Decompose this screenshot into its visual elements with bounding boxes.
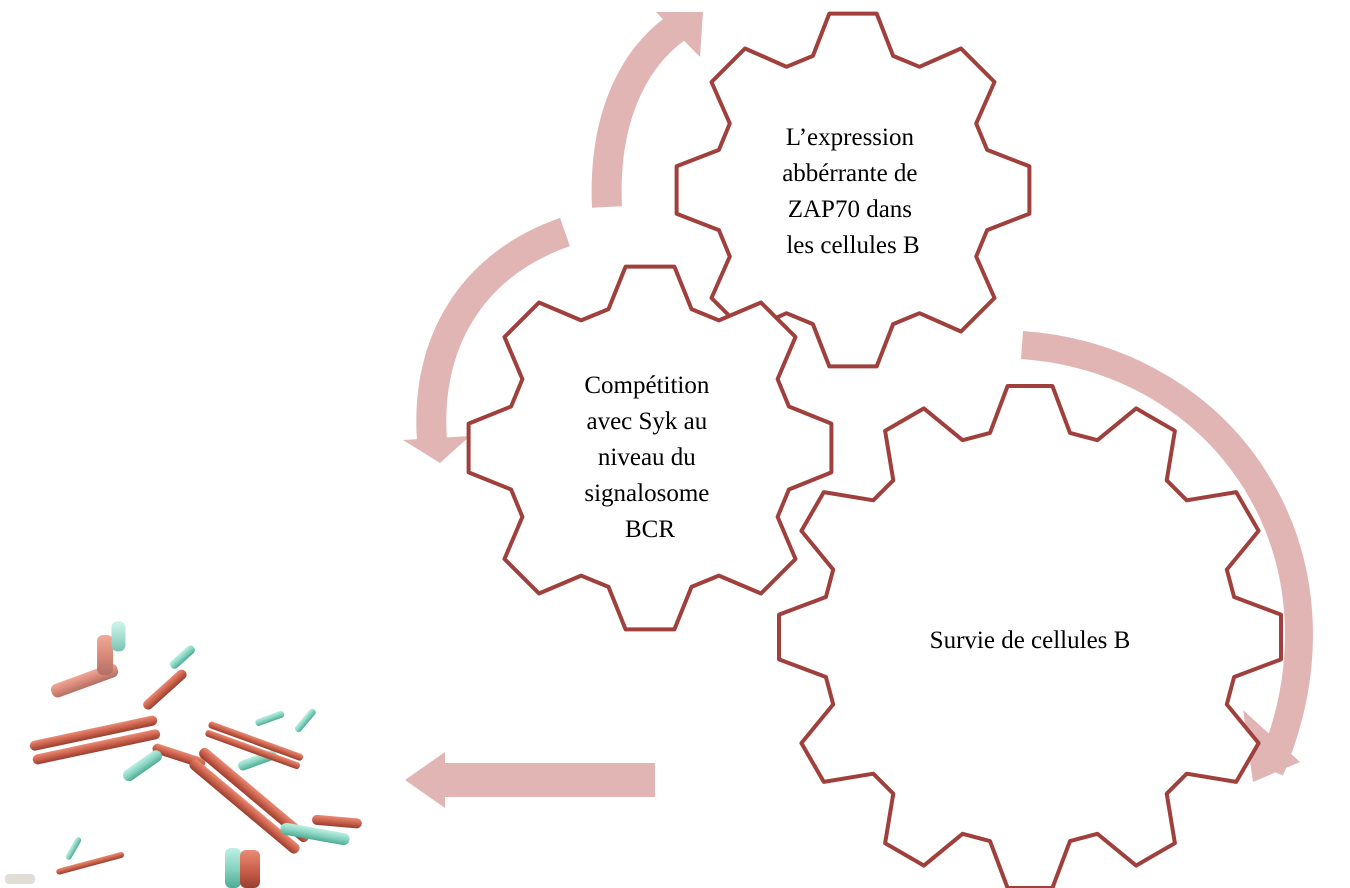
gear-expression-line: abbérrante de (782, 160, 917, 187)
antibody-cluster-image (5, 617, 367, 888)
gear-expression-line: ZAP70 dans (788, 196, 912, 223)
gear-survival-label: Survie de cellules B (930, 627, 1131, 654)
gear-expression-line: L’expression (786, 124, 915, 151)
arrow-left-head (405, 752, 445, 808)
gear-survival-line: Survie de cellules B (930, 627, 1131, 654)
gear-competition-line: niveau du (598, 444, 696, 471)
arrow-top-up (607, 28, 676, 207)
arrow-left-down-head (403, 436, 470, 463)
arrow-left-shaft (442, 763, 655, 797)
gear-competition-line: BCR (625, 516, 675, 543)
gear-expression-line: les cellules B (786, 232, 919, 259)
gear-competition-line: Compétition (584, 372, 710, 399)
gear-expression (677, 14, 1030, 367)
gear-competition-line: signalosome (584, 480, 709, 507)
gear-competition-line: avec Syk au (586, 408, 707, 435)
